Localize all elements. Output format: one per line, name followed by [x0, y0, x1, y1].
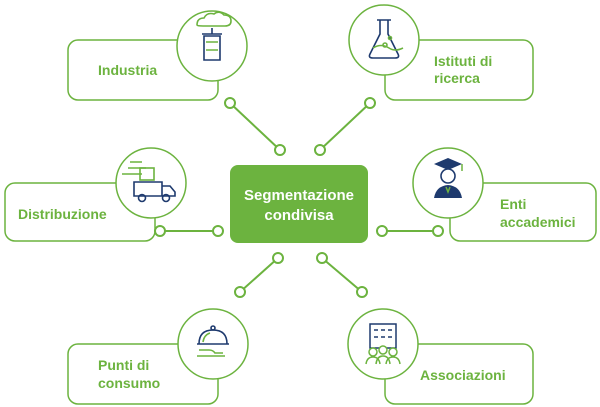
connector-distribuzione	[154, 225, 224, 237]
cloche-icon	[197, 325, 229, 357]
label-istituti-line1: Istituti di	[434, 53, 492, 69]
flask-icon	[368, 19, 404, 59]
label-enti-line2: accademici	[500, 214, 576, 230]
label-punti-line2: consumo	[98, 375, 160, 391]
connector-istituti	[314, 97, 376, 156]
connector-industria	[224, 97, 286, 156]
center-title-line1: Segmentazione	[244, 187, 354, 204]
node-associazioni: Associazioni	[347, 308, 534, 405]
graduate-icon	[434, 158, 463, 198]
label-istituti-line2: ricerca	[434, 70, 480, 86]
label-industria: Industria	[98, 62, 157, 78]
node-punti: Punti di consumo	[67, 308, 249, 405]
connector-enti	[376, 225, 444, 237]
connectors	[154, 97, 444, 298]
label-associazioni: Associazioni	[420, 367, 506, 383]
node-industria: Industria	[67, 10, 248, 101]
people-building-icon	[365, 323, 401, 365]
connector-punti	[234, 252, 284, 298]
label-punti-line1: Punti di	[98, 357, 149, 373]
center-node: Segmentazione condivisa	[230, 165, 368, 243]
center-title-line2: condivisa	[264, 207, 334, 224]
factory-icon	[196, 11, 232, 61]
label-distribuzione: Distribuzione	[18, 206, 107, 222]
node-enti: Enti accademici	[412, 147, 597, 242]
label-enti-line1: Enti	[500, 196, 526, 212]
node-distribuzione: Distribuzione	[4, 147, 187, 242]
connector-associazioni	[316, 252, 368, 298]
truck-icon	[122, 161, 176, 203]
node-istituti: Istituti di ricerca	[348, 4, 534, 101]
